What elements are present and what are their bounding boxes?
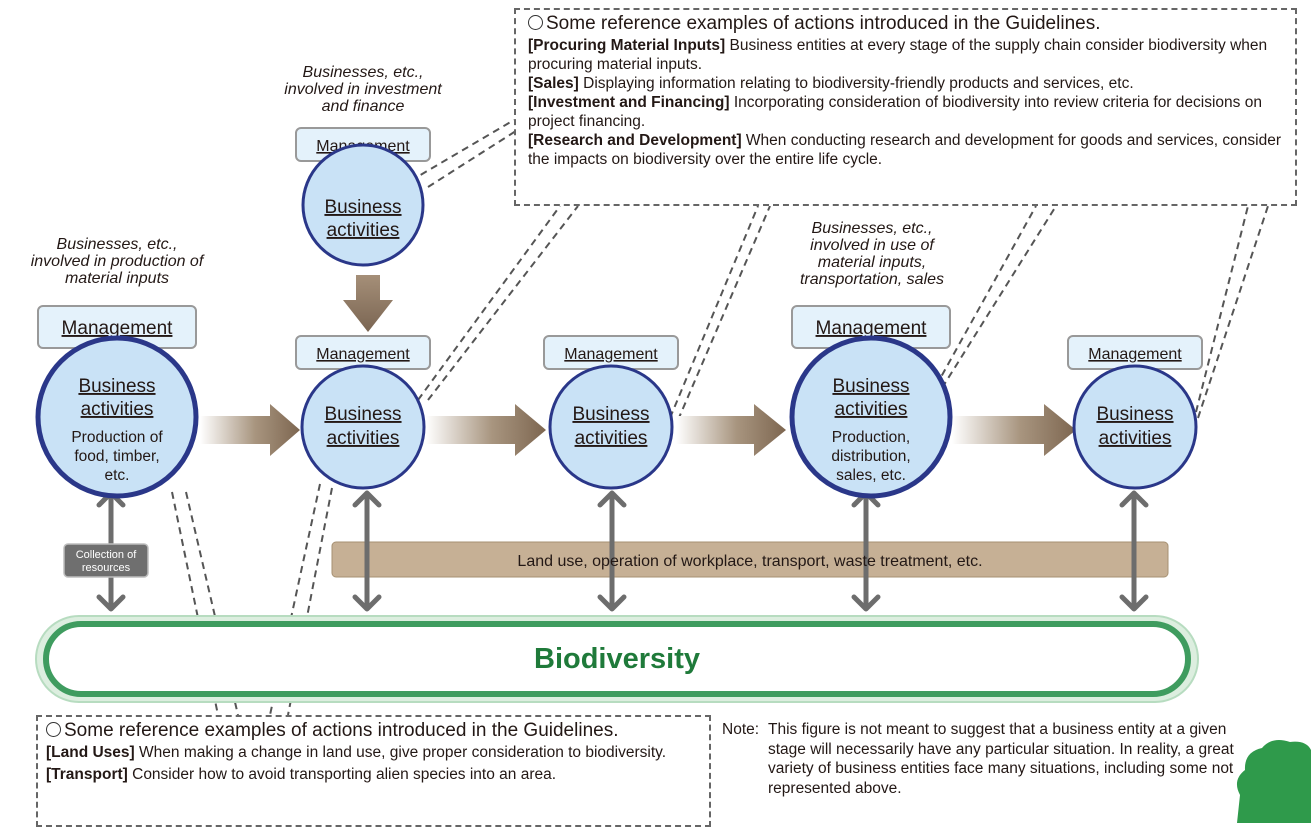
reference-examples-top: Some reference examples of actions intro…: [514, 8, 1297, 206]
biodiversity-band: [35, 615, 1199, 703]
management-boxes: [37, 127, 1203, 370]
production-title-1: Business: [78, 376, 155, 397]
flow-arrow-1: [200, 404, 300, 456]
circle-bullet-icon: [528, 15, 543, 30]
fifth-title-2: activities: [1099, 428, 1172, 449]
circle-second: [300, 364, 426, 490]
production-caption-line-3: material inputs: [64, 270, 170, 287]
reference-heading-top: Some reference examples of actions intro…: [528, 13, 1287, 35]
management-label-distribution: Management: [816, 318, 928, 339]
reference-tag-land-uses: [Land Uses]: [46, 744, 135, 761]
reference-tag-sales: [Sales]: [528, 75, 579, 92]
investment-title-1: Business: [324, 197, 401, 218]
management-label-second: Management: [316, 346, 410, 363]
use-caption-line-3: material inputs,: [817, 254, 927, 271]
vertical-arrow-5: [1119, 490, 1149, 612]
flow-arrow-3: [676, 404, 786, 456]
investment-caption: Businesses, etc., involved in investment…: [262, 64, 464, 115]
reference-text-transport: Consider how to avoid transporting alien…: [127, 766, 557, 783]
figure-note: Note: This figure is not meant to suggest…: [722, 720, 1282, 798]
distribution-title-1: Business: [832, 376, 909, 397]
production-desc-2: food, timber,: [74, 448, 159, 465]
reference-tag-research: [Research and Development]: [528, 132, 742, 149]
reference-text-land-uses: When making a change in land use, give p…: [134, 744, 667, 761]
reference-heading-bottom-text: Some reference examples of actions intro…: [64, 720, 619, 741]
note-text: This figure is not meant to suggest that…: [768, 721, 1234, 797]
management-label-fifth: Management: [1088, 346, 1182, 363]
note-label: Note:: [722, 721, 760, 738]
reference-text-procuring: Business entities at every stage of the …: [528, 37, 1268, 73]
production-desc-3: etc.: [105, 467, 130, 484]
third-title-2: activities: [575, 428, 648, 449]
investment-arrow: [343, 275, 393, 332]
fifth-title-1: Business: [1096, 404, 1173, 425]
production-desc-1: Production of: [71, 429, 163, 446]
investment-caption-line-1: Businesses, etc.,: [302, 64, 424, 81]
circle-texts: Business activities Business activities …: [71, 197, 1173, 484]
reference-item-research: [Research and Development] When conducti…: [528, 131, 1287, 169]
production-caption: Businesses, etc., involved in production…: [4, 236, 230, 287]
investment-caption-line-3: and finance: [321, 98, 405, 115]
production-caption-line-2: involved in production of: [30, 253, 204, 270]
management-label-production: Management: [62, 318, 174, 339]
collection-label-line-1: Collection of: [76, 549, 137, 561]
use-caption-line-1: Businesses, etc.,: [811, 220, 933, 237]
business-circles: [35, 143, 1198, 499]
reference-heading-bottom: Some reference examples of actions intro…: [46, 720, 701, 742]
biodiversity-label: Biodiversity: [534, 643, 700, 675]
circle-production: [35, 335, 199, 499]
distribution-title-2: activities: [835, 399, 908, 420]
reference-item-sales: [Sales] Displaying information relating …: [528, 74, 1287, 93]
investment-title-2: activities: [327, 220, 400, 241]
reference-tag-procuring: [Procuring Material Inputs]: [528, 37, 726, 54]
circle-investment: [301, 143, 425, 267]
reference-item-investment: [Investment and Financing] Incorporating…: [528, 93, 1287, 131]
collection-label-line-2: resources: [82, 562, 131, 574]
tree-icon: [1236, 740, 1311, 823]
circle-third: [548, 364, 674, 490]
management-label-third: Management: [564, 346, 658, 363]
collection-label-box: [63, 543, 149, 578]
investment-caption-line-2: involved in investment: [284, 81, 442, 98]
flow-arrows: [200, 404, 1076, 456]
third-title-1: Business: [572, 404, 649, 425]
reference-text-research: When conducting research and development…: [528, 132, 1281, 168]
reference-item-land-uses: [Land Uses] When making a change in land…: [46, 743, 701, 762]
production-title-2: activities: [81, 399, 154, 420]
reference-examples-bottom: Some reference examples of actions intro…: [36, 715, 711, 827]
second-title-1: Business: [324, 404, 401, 425]
distribution-desc-2: distribution,: [831, 448, 910, 465]
use-caption: Businesses, etc., involved in use of mat…: [772, 220, 972, 288]
use-caption-line-4: transportation, sales: [799, 271, 945, 288]
distribution-desc-1: Production,: [832, 429, 910, 446]
production-caption-line-1: Businesses, etc.,: [56, 236, 178, 253]
reference-heading-top-text: Some reference examples of actions intro…: [546, 13, 1101, 34]
land-use-label: Land use, operation of workplace, transp…: [517, 553, 982, 570]
vertical-arrow-3: [597, 490, 627, 612]
vertical-arrow-2: [352, 490, 382, 612]
circle-fifth: [1072, 364, 1198, 490]
reference-text-investment: Incorporating consideration of biodivers…: [528, 94, 1262, 130]
reference-item-transport: [Transport] Consider how to avoid transp…: [46, 765, 701, 784]
flow-arrow-4: [952, 404, 1076, 456]
reference-tag-investment: [Investment and Financing]: [528, 94, 730, 111]
second-title-2: activities: [327, 428, 400, 449]
distribution-desc-3: sales, etc.: [836, 467, 906, 484]
circle-distribution: [789, 335, 953, 499]
reference-text-sales: Displaying information relating to biodi…: [578, 75, 1134, 92]
land-use-bar: [331, 541, 1169, 578]
use-caption-line-2: involved in use of: [810, 237, 934, 254]
reference-item-procuring: [Procuring Material Inputs] Business ent…: [528, 36, 1287, 74]
circle-bullet-icon: [46, 722, 61, 737]
reference-tag-transport: [Transport]: [46, 766, 128, 783]
flow-arrow-2: [426, 404, 546, 456]
